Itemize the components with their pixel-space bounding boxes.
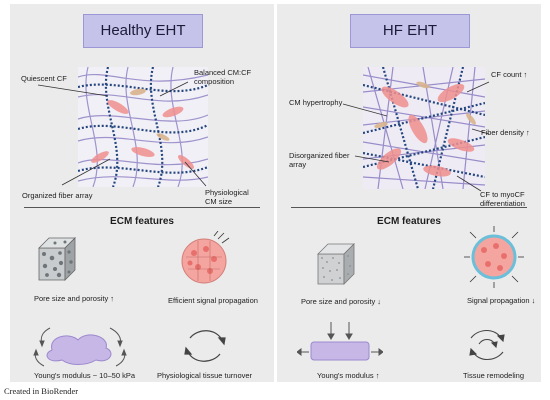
fibrotic-cluster-icon: [464, 226, 524, 288]
soft-matrix-icon: [30, 322, 130, 368]
hf-eht-panel: HF EHT: [277, 4, 541, 382]
hf-eht-title: HF EHT: [350, 14, 470, 48]
created-in-credit: Created in BioRender: [4, 386, 79, 396]
label-signal-propagation: Efficient signal propagation: [168, 296, 258, 305]
turnover-cycle-icon: [180, 326, 230, 366]
label-quiescent-cf: Quiescent CF: [21, 74, 67, 83]
stiff-matrix-icon: [297, 322, 383, 362]
label-youngs-modulus: Young's modulus ~ 10–50 kPa: [34, 371, 136, 380]
hf-leader-lines: [342, 81, 490, 192]
healthy-eht-panel: Healthy EHT: [10, 4, 274, 382]
healthy-ecm-title: ECM features: [110, 216, 174, 227]
hf-ecm-title: ECM features: [377, 216, 441, 227]
hf-fiber-network-illustration: [363, 67, 485, 189]
label-youngs-modulus-hf: Young's modulus ↑: [317, 371, 380, 380]
cell-cluster-icon: [178, 231, 230, 287]
healthy-eht-title: Healthy EHT: [83, 14, 203, 48]
hf-divider: [291, 207, 527, 208]
label-pore-size-hf: Pore size and porosity ↓: [301, 297, 382, 306]
label-cm-hypertrophy: CM hypertrophy: [289, 98, 343, 107]
remodeling-cycle-icon: [463, 324, 511, 366]
dense-cube-icon: [314, 242, 358, 286]
label-organized-fiber: Organized fiber array: [22, 191, 93, 200]
label-fiber-density: Fiber density ↑: [481, 128, 530, 137]
label-pore-size: Pore size and porosity ↑: [34, 294, 115, 303]
label-disorganized-fiber: Disorganized fiber array: [289, 151, 350, 169]
label-tissue-remodeling: Tissue remodeling: [463, 371, 524, 380]
porous-cube-icon: [35, 236, 81, 282]
label-cf-count: CF count ↑: [491, 70, 528, 79]
label-physiological-cm: Physiological CM size: [205, 188, 249, 206]
healthy-divider: [24, 207, 260, 208]
healthy-fiber-network-illustration: [78, 67, 208, 187]
label-signal-propagation-hf: Signal propagation ↓: [467, 296, 536, 305]
label-tissue-turnover: Physiological tissue turnover: [157, 371, 253, 380]
label-balanced-composition: Balanced CM:CF composition: [194, 68, 252, 86]
label-cf-myocf: CF to myoCF differentiation: [480, 190, 525, 208]
healthy-leader-lines: [37, 81, 207, 187]
